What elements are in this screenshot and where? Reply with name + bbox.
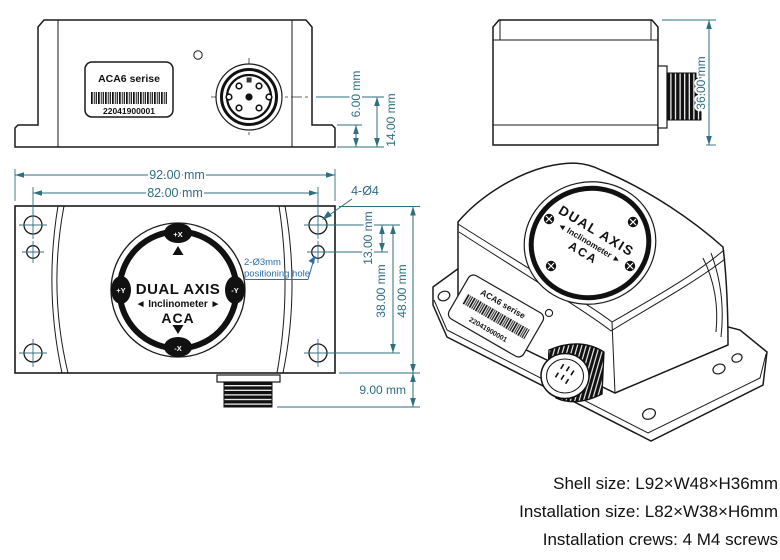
front-label-barcode (90, 92, 168, 104)
top-connector-flange (216, 374, 281, 383)
corner-holes-label: 4-Ø4 (351, 184, 379, 198)
front-view: ACA6 serise 22041900001 (14, 19, 400, 149)
front-label-serial: 22041900001 (103, 106, 155, 116)
dim-92mm: 92.00 mm (149, 168, 205, 182)
logo-line1: DUAL AXIS (136, 281, 221, 298)
front-body-outline (14, 19, 336, 148)
side-body-outline (492, 19, 659, 146)
axis-tabs (111, 223, 245, 357)
side-dimensions: 36.00 mm (662, 19, 716, 146)
positioning-hole-label: 2-Ø3mm positioning hole (244, 255, 316, 280)
leader-arrow-icon (308, 255, 316, 264)
positioning-label-line2: positioning hole (244, 269, 310, 280)
connector-key-notch (246, 77, 252, 83)
axis-label-right: -Y (231, 286, 239, 295)
side-connector-flange (657, 65, 668, 129)
iso-connector (540, 343, 605, 403)
arrow-down-icon (172, 325, 184, 334)
dim-38mm: 38.00 mm (374, 264, 388, 317)
dim-9mm: 9.00 mm (359, 383, 406, 397)
front-label-title: ACA6 serise (98, 73, 160, 85)
front-vent-hole (193, 50, 203, 60)
iso-view: DUAL AXIS ◄ Inclinometer ► ACA ACA6 seri… (432, 162, 768, 442)
dim-82mm: 82.00 mm (147, 186, 203, 200)
iso-connector-pins (554, 363, 575, 385)
side-connector-thread (666, 72, 702, 121)
note-installation-screws: Installation crews: 4 M4 screws (543, 530, 778, 549)
top-mounting-holes (19, 211, 332, 367)
top-logo-disc: +X -X +Y -Y DUAL AXIS ◄ Inclinometer ► A… (110, 222, 246, 358)
dim-13mm: 13.00 mm (361, 211, 375, 264)
dim-6mm: 6.00 mm (349, 71, 363, 118)
top-connector-thread (223, 381, 273, 408)
connector-pins (225, 82, 273, 112)
arrow-up-icon (172, 246, 184, 255)
axis-label-bottom: -X (174, 344, 182, 353)
front-product-label: ACA6 serise 22041900001 (84, 61, 174, 118)
iso-screw-marks (543, 213, 639, 272)
iso-vent-hole (544, 308, 554, 318)
note-shell-size: Shell size: L92×W48×H36mm (553, 474, 778, 493)
axis-label-left: +Y (116, 286, 125, 295)
axis-label-top: +X (173, 230, 182, 239)
iso-flange-holes (437, 290, 743, 420)
iso-flange-crease (433, 299, 767, 434)
dim-14mm: 14.00 mm (384, 93, 398, 146)
positioning-label-line1: 2-Ø3mm (244, 257, 281, 268)
top-dimensions: 92.00 mm 82.00 mm 13.00 mm 38.00 mm 48.0… (14, 166, 420, 408)
note-installation-size: Installation size: L82×W38×H6mm (519, 502, 778, 521)
front-connector (211, 58, 311, 137)
side-view: 36.00 mm (492, 19, 716, 146)
iso-label-barcode (461, 293, 530, 340)
leader-arrow-icon (322, 211, 332, 220)
dim-36mm: 36.00 mm (694, 56, 708, 109)
spec-notes: Shell size: L92×W48×H36mm Installation s… (519, 474, 778, 549)
front-dimensions: 6.00 mm 14.00 mm (316, 69, 400, 149)
dim-48mm: 48.00 mm (395, 264, 409, 317)
logo-line2: ◄ Inclinometer ► (136, 299, 221, 310)
iso-logo-disc: DUAL AXIS ◄ Inclinometer ► ACA (523, 181, 657, 305)
logo-line3: ACA (161, 310, 194, 326)
top-view: +X -X +Y -Y DUAL AXIS ◄ Inclinometer ► A… (14, 166, 420, 408)
